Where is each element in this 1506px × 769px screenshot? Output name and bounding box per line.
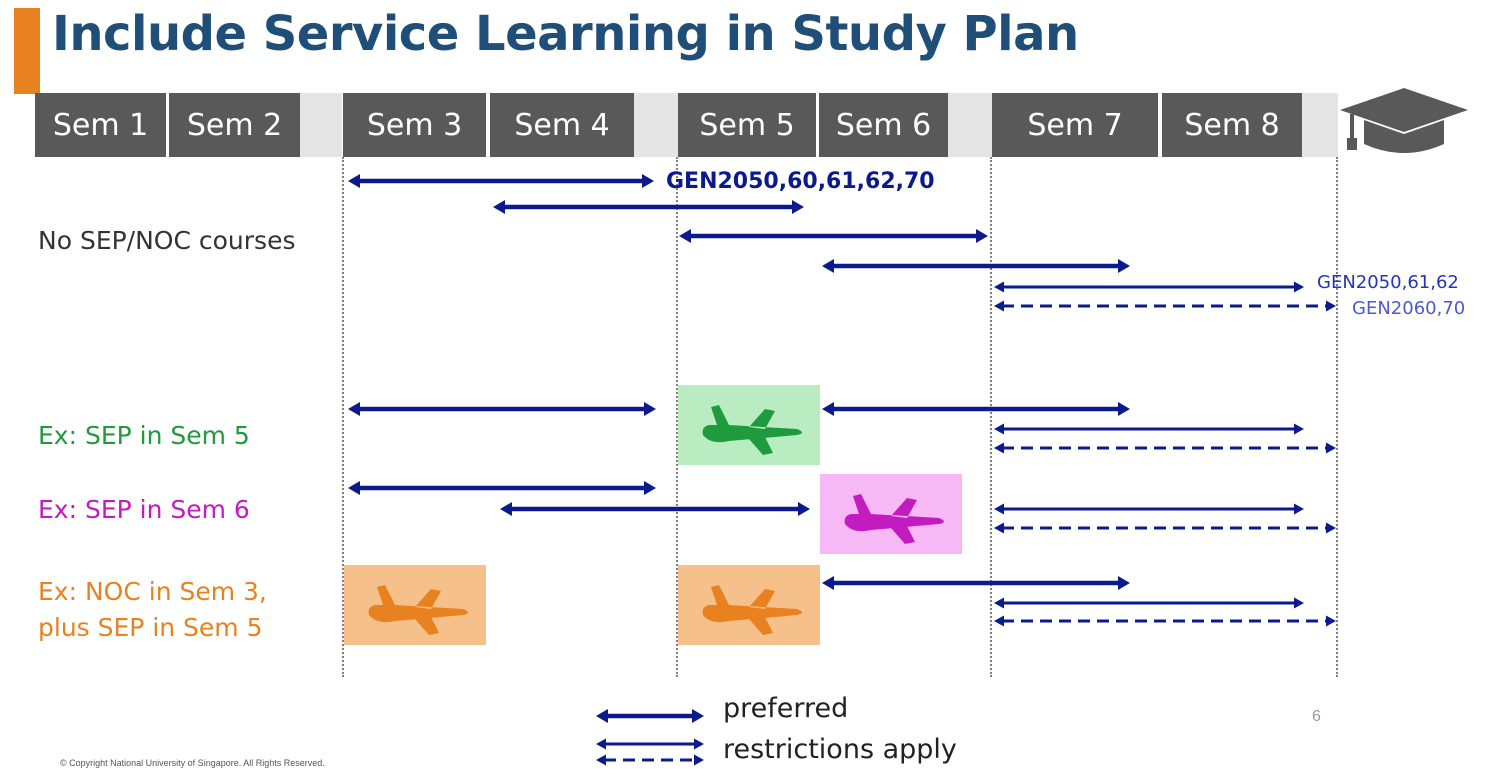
sep-sem5-marker [678,565,820,645]
arrow-restricted-dashed [994,615,1336,627]
arrow-preferred [493,200,804,214]
course-label-sem7-preferred: GEN2050,61,62 [1317,272,1459,293]
legend-arrow-preferred [596,709,704,723]
semester-2: Sem 2 [169,93,300,157]
course-label-main: GEN2050,60,61,62,70 [666,169,935,194]
row-label-sep-sem6: Ex: SEP in Sem 6 [38,495,250,524]
row-label-no-sep: No SEP/NOC courses [38,226,296,255]
row-label-sep-sem5: Ex: SEP in Sem 5 [38,421,250,450]
airplane-icon [702,405,802,455]
arrow-restricted-solid [994,597,1304,609]
row-label-noc-sem3: Ex: NOC in Sem 3, [38,577,267,606]
semester-gap [1302,93,1338,157]
graduation-cap-icon [1340,88,1468,153]
arrow-restricted-solid [994,423,1304,435]
semester-gap [300,93,342,157]
arrow-restricted-solid [994,503,1304,515]
title-accent-bar [14,8,40,94]
airplane-icon [368,585,468,635]
semester-divider [1336,157,1338,677]
semester-6: Sem 6 [819,93,948,157]
semester-gap [948,93,992,157]
airplane-icon [702,585,802,635]
legend-arrow-restricted-dashed [596,754,704,766]
course-label-sem7-restricted: GEN2060,70 [1352,298,1466,319]
arrow-preferred [822,402,1130,416]
semester-5: Sem 5 [678,93,816,157]
airplane-icon [844,494,944,544]
semester-3: Sem 3 [343,93,486,157]
semester-divider [990,157,992,677]
sep-sem5-marker [678,385,820,465]
semester-7: Sem 7 [992,93,1158,157]
semester-8: Sem 8 [1162,93,1302,157]
semester-divider [676,157,678,677]
semester-divider [342,157,344,677]
legend-arrow-restricted-solid [596,738,704,750]
row-label-noc-sem3-line2: plus SEP in Sem 5 [38,613,263,642]
legend-preferred-label: preferred [723,693,849,724]
arrow-preferred [500,502,810,516]
arrow-preferred [679,229,988,243]
page-title: Include Service Learning in Study Plan [52,6,1079,62]
arrow-restricted-dashed [994,522,1336,534]
noc-sem3-marker [344,565,486,645]
semester-gap [634,93,678,157]
arrow-preferred [348,481,656,495]
arrow-restricted-dashed [994,442,1336,454]
page-number: 6 [1312,708,1321,725]
legend-restrictions-label: restrictions apply [723,734,957,765]
semester-4: Sem 4 [490,93,634,157]
semester-1: Sem 1 [35,93,166,157]
arrow-restricted-solid [994,281,1304,293]
copyright-notice: © Copyright National University of Singa… [60,758,325,768]
arrow-restricted-dashed [994,300,1336,312]
arrow-preferred [822,259,1130,273]
sep-sem6-marker [820,474,962,554]
arrow-preferred [822,576,1130,590]
arrow-preferred [348,174,654,188]
arrow-preferred [348,402,656,416]
